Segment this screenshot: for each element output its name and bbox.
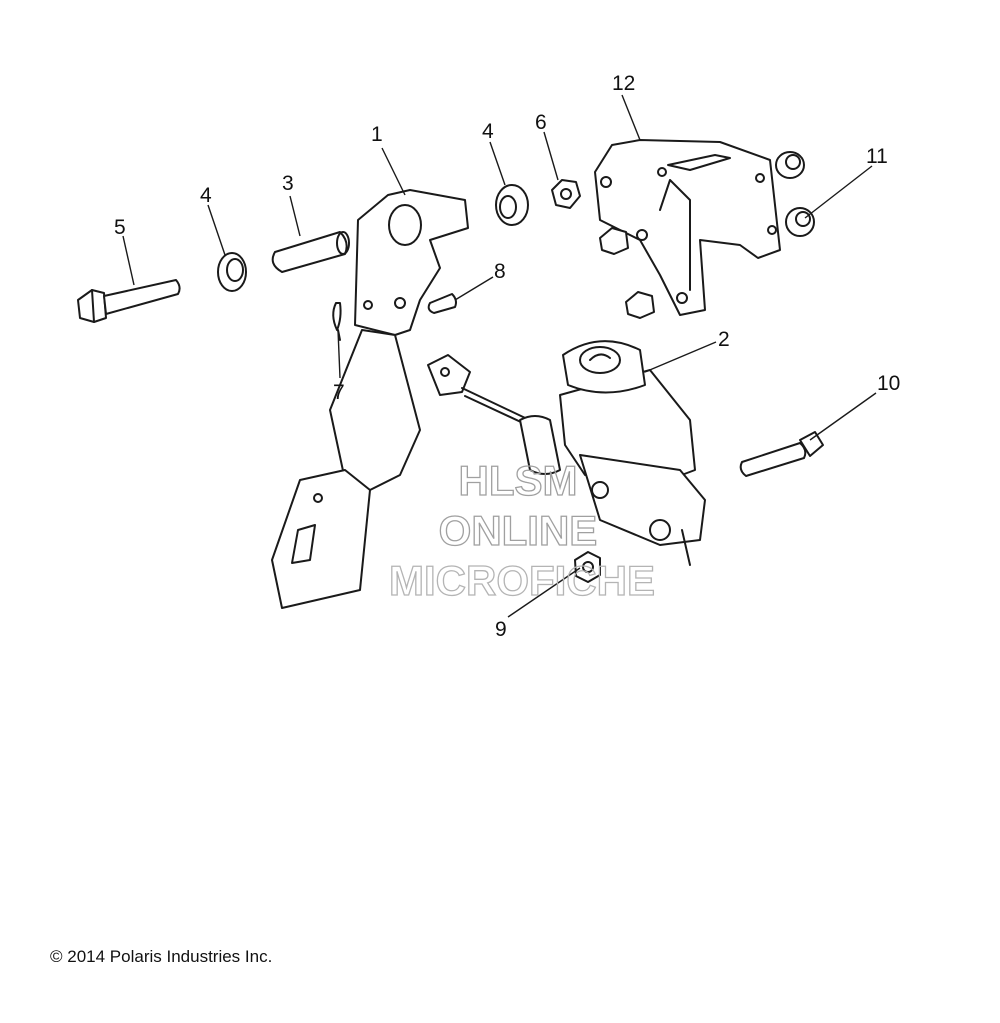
- callout-5: 5: [114, 216, 126, 239]
- copyright-text: © 2014 Polaris Industries Inc.: [50, 947, 273, 966]
- watermark: HLSM ONLINE MICROFICHE: [388, 456, 655, 604]
- leader-lines: [122, 94, 877, 618]
- watermark-line1: HLSM: [459, 457, 578, 504]
- callout-7: 7: [333, 381, 345, 404]
- callout-4-right: 4: [482, 120, 494, 143]
- pin-part[interactable]: [427, 293, 457, 314]
- callout-11: 11: [866, 145, 888, 168]
- nut-part[interactable]: [551, 179, 581, 209]
- lower-nut-part[interactable]: [574, 551, 601, 583]
- watermark-line3: MICROFICHE: [389, 557, 655, 604]
- callout-10: 10: [877, 372, 900, 395]
- cotter-pin-part[interactable]: [332, 302, 342, 341]
- brake-pedal-part[interactable]: [271, 189, 469, 609]
- callout-8: 8: [494, 260, 506, 283]
- callout-2: 2: [718, 328, 730, 351]
- callout-12: 12: [612, 72, 635, 95]
- watermark-line2: ONLINE: [439, 507, 598, 554]
- callout-3: 3: [282, 172, 294, 195]
- callout-6: 6: [535, 111, 547, 134]
- washer-right-part[interactable]: [495, 184, 529, 226]
- callout-9: 9: [495, 618, 507, 641]
- callout-4-left: 4: [200, 184, 212, 207]
- mounting-bracket-part[interactable]: [594, 139, 781, 319]
- bolt-part[interactable]: [77, 279, 181, 323]
- long-bolt-part[interactable]: [739, 431, 824, 477]
- callout-1: 1: [371, 123, 383, 146]
- flange-nut-part[interactable]: [775, 151, 815, 237]
- bushing-tube-part[interactable]: [271, 231, 350, 273]
- washer-left-part[interactable]: [217, 252, 247, 292]
- callout-labels: 1 2 3 4 4 5 6 7 8 9 10 11 12: [114, 72, 900, 641]
- master-cylinder-part[interactable]: [427, 340, 706, 566]
